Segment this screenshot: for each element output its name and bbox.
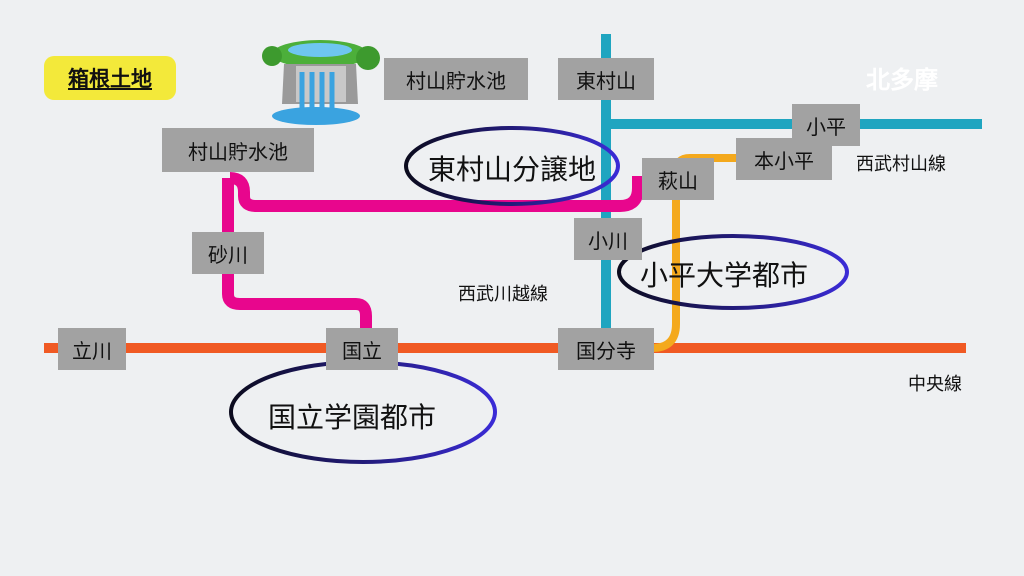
hakone-tochi-badge: 箱根土地 [44, 56, 176, 100]
seibu-kawagoe-line-label: 西武川越線 [458, 284, 548, 305]
higashimurayama-area-ellipse [404, 126, 620, 206]
station-kodaira: 小平 [792, 104, 860, 146]
chuo-line-label: 中央線 [908, 374, 962, 395]
pink-line [229, 172, 644, 212]
seibu-murayama-line-label: 西武村山線 [856, 154, 946, 175]
higashimurayama-area-label: 東村山分譲地 [428, 153, 597, 186]
pink-line-south [222, 178, 372, 336]
kodaira-area-ellipse [617, 234, 849, 310]
kunitachi-area-label: 国立学園都市 [268, 401, 437, 434]
station-tachikawa: 立川 [58, 328, 126, 370]
station-sunagawa: 砂川 [192, 232, 264, 274]
station-kokubunji: 国分寺 [558, 328, 654, 370]
station-ogawa: 小川 [574, 218, 642, 260]
station-kunitachi: 国立 [326, 328, 398, 370]
dam-icon [262, 40, 380, 125]
station-murayama-chosuichi: 村山貯水池 [162, 128, 314, 172]
station-hagiyama: 萩山 [642, 158, 714, 200]
station-higashimurayama: 東村山 [558, 58, 654, 100]
kitatama-region-label: 北多摩 [866, 66, 938, 94]
dam-label: 村山貯水池 [384, 58, 528, 100]
kodaira-area-label: 小平大学都市 [640, 259, 809, 292]
